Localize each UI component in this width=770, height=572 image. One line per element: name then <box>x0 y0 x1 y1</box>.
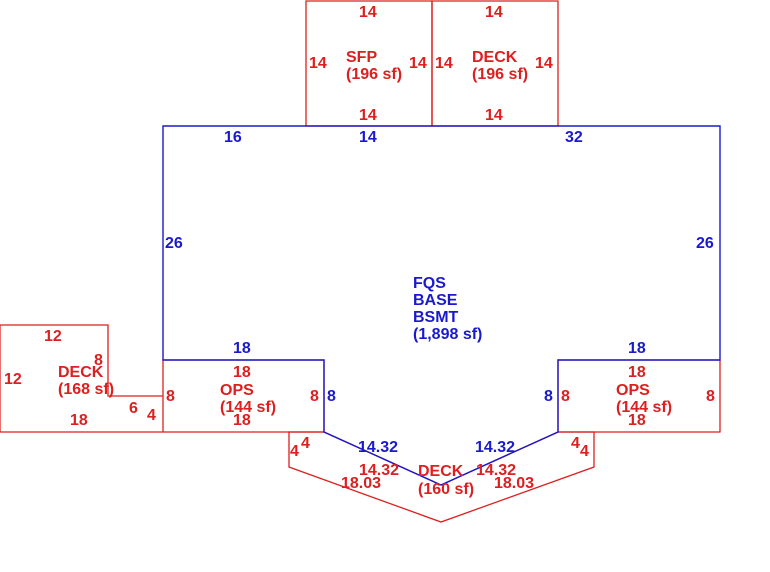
deck-bottom-dim-outer-diag-left: 18.03 <box>341 475 381 492</box>
ops-right-name: OPS <box>616 382 650 399</box>
deck-bottom-dim-left-outer: 4 <box>290 443 299 460</box>
deck-bottom-sqft: (160 sf) <box>418 481 474 498</box>
main-dim-notch-left-side: 8 <box>327 388 336 405</box>
sfp-sqft: (196 sf) <box>346 66 402 83</box>
deck-left-name: DECK <box>58 364 104 381</box>
main-dim-notch-right-side: 8 <box>544 388 553 405</box>
deck-left-dim-step-width: 6 <box>129 400 138 417</box>
deck-left-dim-inner-side: 8 <box>94 352 103 369</box>
deck-bottom-dim-outer-diag-right: 18.03 <box>494 475 534 492</box>
ops-right-dim-left: 8 <box>561 388 570 405</box>
main-area-sqft: (1,898 sf) <box>413 326 482 343</box>
deck-top-dim-bottom: 14 <box>485 107 503 124</box>
deck-top-sqft: (196 sf) <box>472 66 528 83</box>
deck-bottom-dim-left-inner: 4 <box>301 435 310 452</box>
sfp-dim-left: 14 <box>309 55 327 72</box>
ops-left-name: OPS <box>220 382 254 399</box>
sfp-dim-top: 14 <box>359 4 377 21</box>
ops-right-dim-top: 18 <box>628 364 646 381</box>
deck-top-name: DECK <box>472 49 518 66</box>
deck-left-dim-left: 12 <box>4 371 22 388</box>
deck-bottom-name: DECK <box>418 463 464 480</box>
main-dim-diag-left: 14.32 <box>358 439 398 456</box>
main-dim-notch-left-top: 18 <box>233 340 251 357</box>
ops-left-sqft: (144 sf) <box>220 399 276 416</box>
deck-bottom-dim-right-inner: 4 <box>571 435 580 452</box>
deck-bottom-dim-inner-diag-left: 14.32 <box>359 462 399 479</box>
main-dim-notch-right-top: 18 <box>628 340 646 357</box>
deck-left-outline <box>0 324 163 433</box>
main-dim-top-left: 16 <box>224 129 242 146</box>
ops-left-dim-top: 18 <box>233 364 251 381</box>
main-dim-diag-right: 14.32 <box>475 439 515 456</box>
main-dim-top-mid: 14 <box>359 129 377 146</box>
deck-left-sqft: (168 sf) <box>58 381 114 398</box>
ops-right-dim-right: 8 <box>706 388 715 405</box>
deck-top-dim-right: 14 <box>535 55 553 72</box>
main-area-name-line-3: BSMT <box>413 309 459 326</box>
deck-left-dim-bottom: 18 <box>70 412 88 429</box>
ops-left-dim-left: 8 <box>166 388 175 405</box>
ops-right-dim-bottom: 18 <box>628 412 646 429</box>
deck-bottom-outline <box>288 431 595 523</box>
main-dim-left: 26 <box>165 235 183 252</box>
ops-left-dim-bottom: 18 <box>233 412 251 429</box>
deck-left-dim-step-height: 4 <box>147 407 156 424</box>
ops-left-dim-right: 8 <box>310 388 319 405</box>
main-dim-top-right: 32 <box>565 129 583 146</box>
main-area-outline <box>162 125 721 486</box>
main-dim-right: 26 <box>696 235 714 252</box>
deck-bottom-dim-right-outer: 4 <box>580 443 589 460</box>
deck-top-dim-left: 14 <box>435 55 453 72</box>
deck-left-dim-top: 12 <box>44 328 62 345</box>
sfp-name: SFP <box>346 49 377 66</box>
main-area-name-line-1: FQS <box>413 275 446 292</box>
main-area-name-line-2: BASE <box>413 292 458 309</box>
deck-bottom-dim-inner-diag-right: 14.32 <box>476 462 516 479</box>
sfp-dim-right: 14 <box>409 55 427 72</box>
deck-top-dim-top: 14 <box>485 4 503 21</box>
sfp-dim-bottom: 14 <box>359 107 377 124</box>
ops-right-sqft: (144 sf) <box>616 399 672 416</box>
